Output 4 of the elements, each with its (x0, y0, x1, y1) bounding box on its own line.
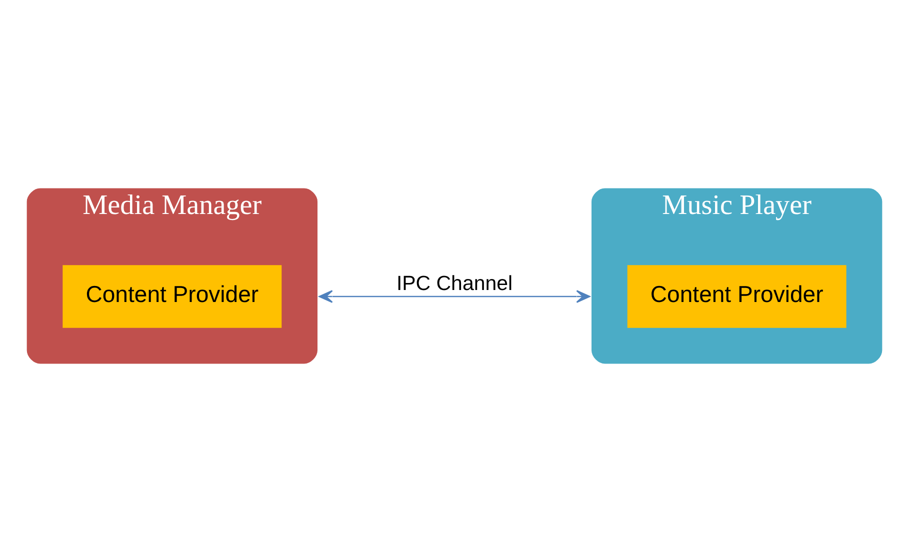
edge-label: IPC Channel (396, 272, 513, 295)
node-box: Content Provider (62, 265, 282, 328)
node-box: Content Provider (627, 265, 846, 328)
arrow (318, 290, 590, 303)
